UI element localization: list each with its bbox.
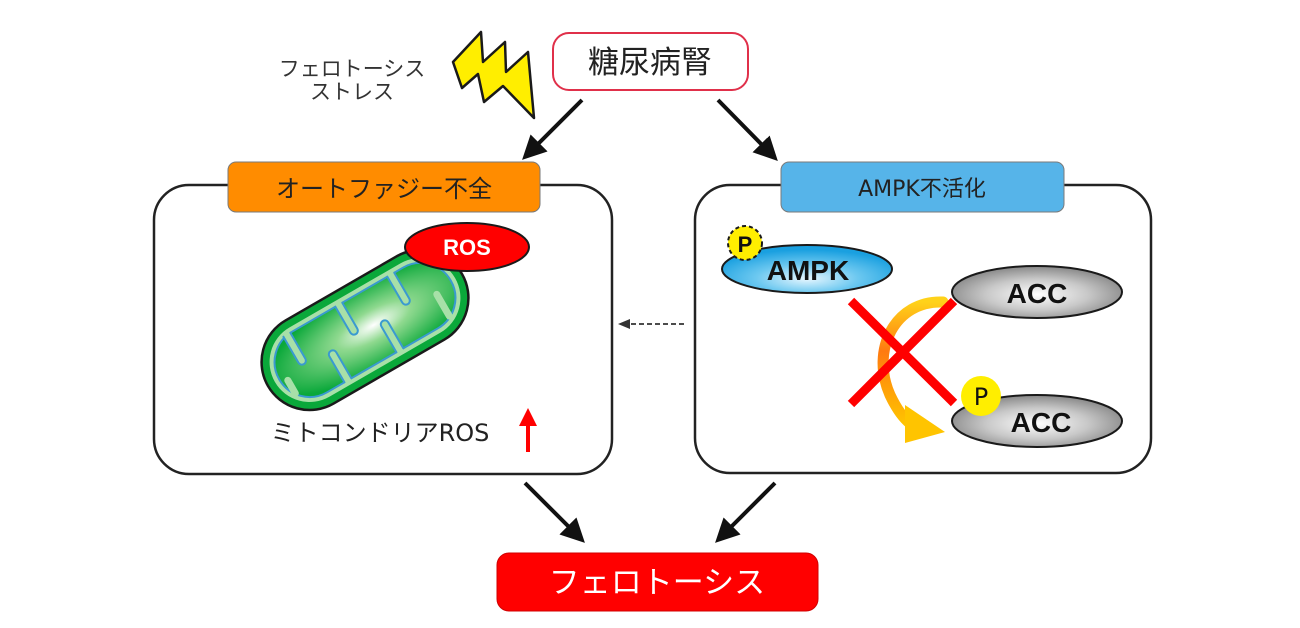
ampk-phospho-badge: P: [727, 225, 763, 261]
dashed-arrow-ampk-to-autophagy: [618, 319, 684, 329]
arrow-ampk-to-ferroptosis: [715, 481, 777, 543]
up-arrow-icon: [519, 408, 537, 452]
ferroptosis-label: フェロトーシス: [549, 565, 765, 601]
mito-ros-caption: ミトコンドリアROS: [271, 419, 490, 447]
ros-label: ROS: [443, 235, 491, 260]
trigger-box: 糖尿病腎: [552, 32, 749, 91]
stress-label-line2: ストレス: [310, 80, 394, 104]
lightning-bolt-icon: [451, 30, 536, 120]
stress-label-line1: フェロトーシス: [279, 57, 426, 81]
autophagy-panel: オートファジー不全: [152, 161, 614, 476]
ros-badge: ROS: [404, 222, 530, 272]
ampk-header: [780, 161, 1065, 213]
red-cross-icon: [847, 297, 958, 408]
pacc-label: ACC: [1011, 407, 1072, 438]
autophagy-header: [227, 161, 541, 213]
ampk-panel: AMPK不活化 AMPK P ACC ACC P: [693, 161, 1153, 475]
arrow-trigger-to-autophagy: [522, 98, 584, 160]
acc-molecule: ACC: [951, 265, 1123, 319]
autophagy-header-label: オートファジー不全: [276, 175, 492, 203]
ampk-molecule: AMPK: [721, 244, 893, 294]
mitochondria-icon: [260, 248, 470, 412]
ferroptosis-outcome: フェロトーシス: [496, 552, 819, 612]
acc-label: ACC: [1007, 278, 1068, 309]
pacc-phospho-label: P: [974, 383, 988, 411]
phosphorylation-arrow: [877, 296, 949, 443]
ampk-phospho-label: P: [738, 232, 753, 257]
ampk-label: AMPK: [767, 255, 849, 286]
arrow-autophagy-to-ferroptosis: [523, 481, 585, 543]
arrow-trigger-to-ampk: [716, 98, 778, 161]
trigger-label: 糖尿病腎: [588, 45, 712, 81]
pacc-phospho-badge: P: [961, 376, 1001, 416]
ampk-header-label: AMPK不活化: [858, 177, 986, 202]
